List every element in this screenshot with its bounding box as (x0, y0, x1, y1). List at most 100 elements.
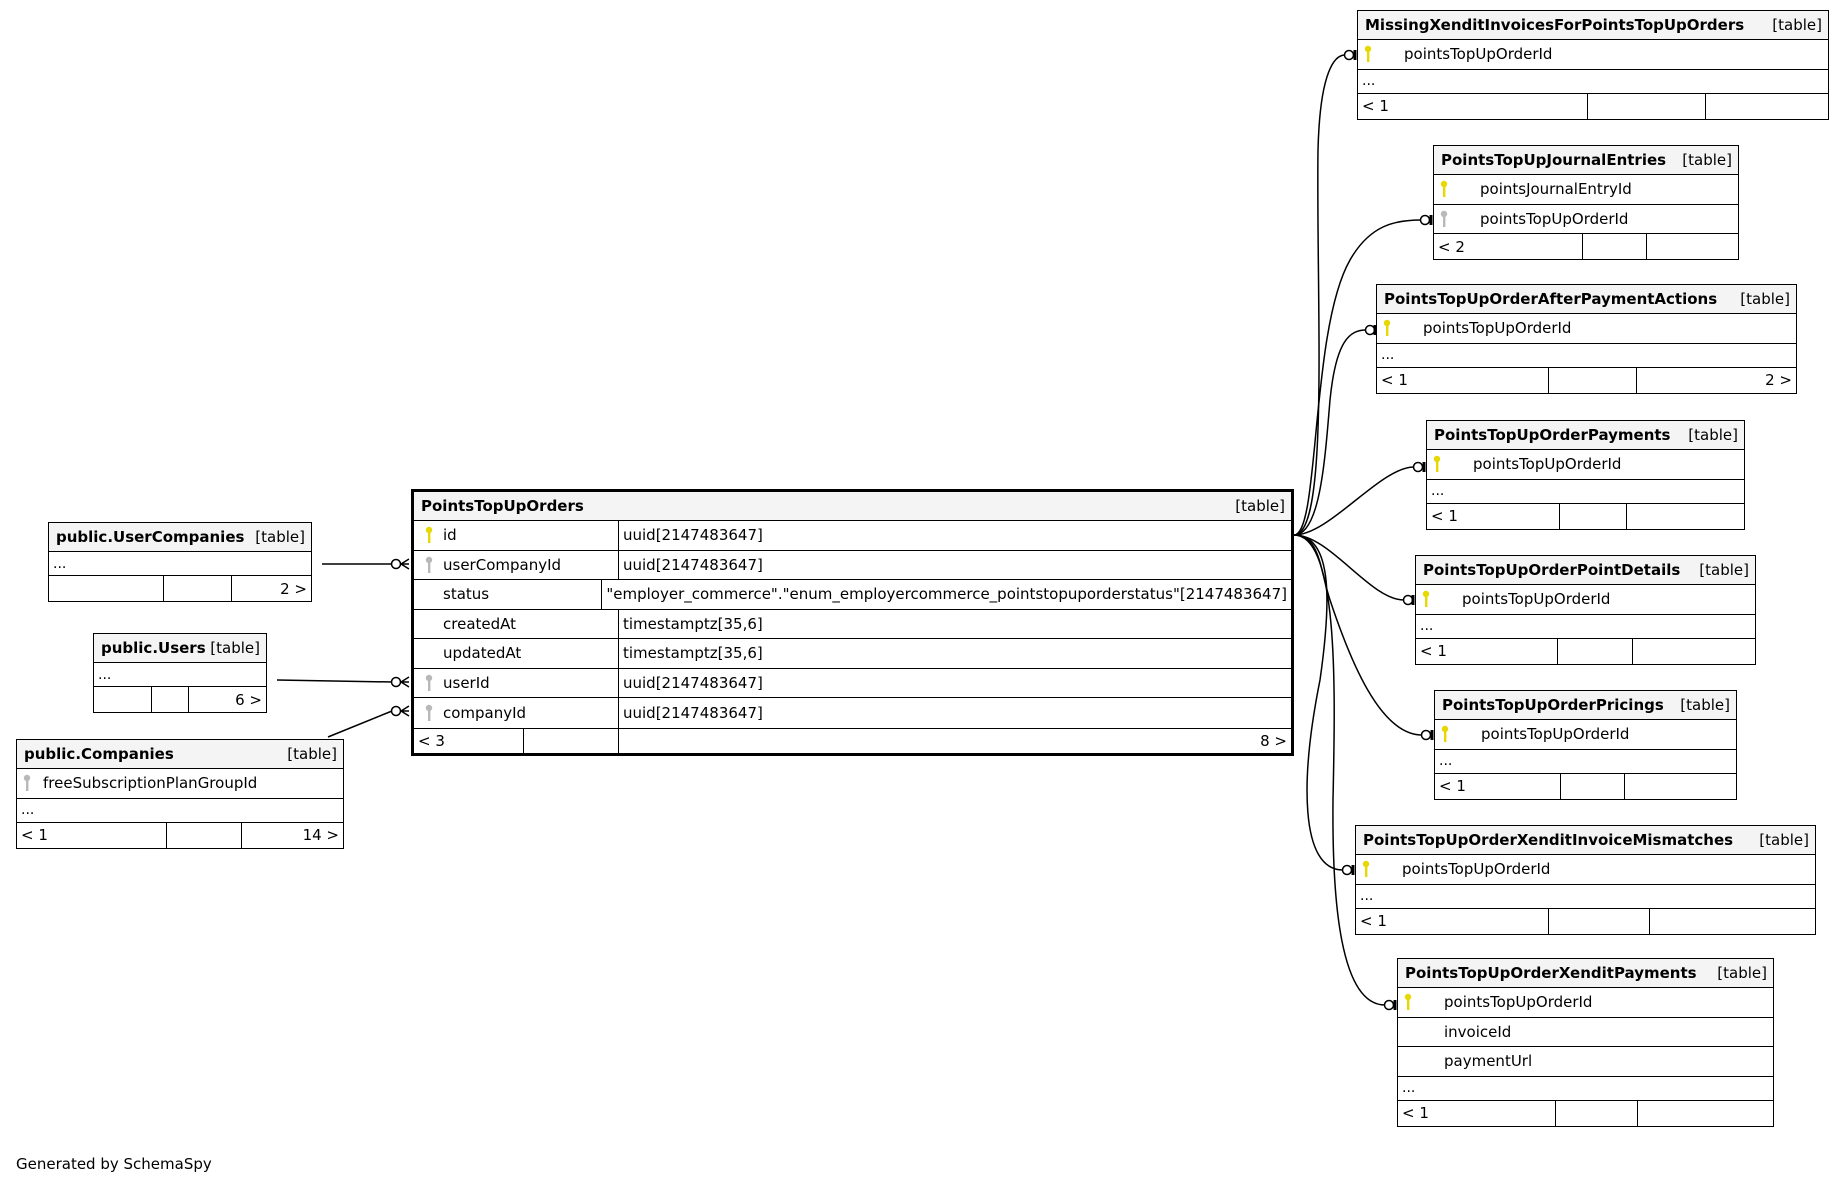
edge-users (276, 679, 393, 683)
child-table[interactable]: PointsTopUpOrderAfterPaymentActions[tabl… (1376, 284, 1797, 394)
table-name[interactable]: public.UserCompanies (56, 528, 245, 546)
table-name[interactable]: PointsTopUpOrders (421, 497, 584, 515)
column-name: updatedAt (443, 644, 522, 663)
table-footer: < 1 (1435, 773, 1736, 799)
children-count[interactable]: 14 > (302, 826, 339, 844)
parents-count[interactable]: < 1 (1377, 367, 1549, 393)
parent-table[interactable]: public.Users[table]... 6 > (93, 633, 267, 713)
table-name[interactable]: PointsTopUpOrderXenditPayments (1405, 964, 1697, 982)
table-name[interactable]: PointsTopUpOrderAfterPaymentActions (1384, 290, 1718, 308)
foreign-key-icon (418, 704, 440, 722)
foreign-key-icon (418, 556, 440, 574)
children-count[interactable]: 6 > (235, 690, 262, 709)
primary-key-icon (1364, 45, 1394, 63)
parents-count[interactable]: < 1 (1358, 93, 1589, 119)
child-table[interactable]: MissingXenditInvoicesForPointsTopUpOrder… (1357, 10, 1829, 120)
parents-count[interactable]: < 1 (1427, 503, 1561, 529)
parents-count[interactable]: < 3 (414, 728, 524, 753)
children-count[interactable] (1647, 234, 1738, 259)
children-count[interactable] (1627, 504, 1744, 529)
table-name[interactable]: public.Users (101, 639, 206, 657)
column-type: uuid[2147483647] (623, 555, 763, 574)
child-table[interactable]: PointsTopUpOrderXenditInvoiceMismatches[… (1355, 825, 1816, 935)
table-footer: 2 > (49, 576, 311, 601)
edge-xenditpayments (1293, 534, 1386, 1006)
column-row[interactable]: pointsTopUpOrderId (1356, 855, 1815, 885)
table-name[interactable]: MissingXenditInvoicesForPointsTopUpOrder… (1365, 16, 1745, 34)
column-row[interactable]: pointsTopUpOrderId (1434, 205, 1738, 234)
children-count[interactable] (1650, 909, 1815, 934)
column-row[interactable]: pointsTopUpOrderId (1416, 585, 1755, 615)
edge-pricings (1293, 534, 1423, 736)
column-name: createdAt (443, 614, 517, 633)
footer-middle (164, 576, 233, 601)
table-header: PointsTopUpJournalEntries[table] (1434, 146, 1738, 175)
child-table[interactable]: PointsTopUpOrderPayments[table]pointsTop… (1426, 420, 1745, 530)
table-name[interactable]: PointsTopUpOrderXenditInvoiceMismatches (1363, 831, 1734, 849)
table-name[interactable]: PointsTopUpOrderPricings (1442, 696, 1664, 714)
edge-pointdetails (1293, 534, 1405, 601)
footer-middle (1588, 93, 1706, 119)
children-count[interactable] (1633, 639, 1755, 664)
parent-table[interactable]: public.Companies[table]freeSubscriptionP… (16, 739, 344, 849)
edge-companies (327, 710, 393, 738)
child-table[interactable]: PointsTopUpJournalEntries[table]pointsJo… (1433, 145, 1739, 260)
more-columns-ellipsis: ... (94, 663, 266, 687)
parents-count[interactable]: < 1 (1435, 773, 1562, 799)
footer-middle (524, 728, 619, 753)
children-count[interactable]: 8 > (1260, 731, 1287, 750)
column-row[interactable]: paymentUrl (1398, 1047, 1773, 1077)
children-count[interactable]: 2 > (280, 579, 307, 598)
children-count[interactable] (1638, 1101, 1773, 1126)
table-name[interactable]: PointsTopUpOrderPointDetails (1423, 561, 1681, 579)
table-name[interactable]: public.Companies (24, 745, 174, 763)
column-row[interactable]: freeSubscriptionPlanGroupId (17, 769, 343, 799)
children-count[interactable]: 2 > (1765, 371, 1792, 389)
column-row[interactable]: pointsTopUpOrderId (1377, 314, 1796, 344)
column-row[interactable]: pointsJournalEntryId (1434, 175, 1738, 205)
children-count[interactable] (1706, 94, 1828, 119)
column-row[interactable]: pointsTopUpOrderId (1398, 988, 1773, 1018)
column-type: uuid[2147483647] (623, 673, 763, 692)
child-table[interactable]: PointsTopUpOrderPointDetails[table]point… (1415, 555, 1756, 665)
column-row[interactable]: pointsTopUpOrderId (1435, 720, 1736, 750)
edge-invoicemismatches (1293, 534, 1344, 871)
parents-count[interactable]: < 1 (17, 822, 167, 848)
table-footer: < 1 (1398, 1100, 1773, 1126)
parents-count[interactable]: < 1 (1416, 638, 1559, 664)
parents-count[interactable]: < 2 (1434, 234, 1583, 259)
column-row[interactable]: pointsTopUpOrderId (1427, 450, 1744, 480)
parents-count[interactable] (94, 687, 153, 712)
table-header: public.Users[table] (94, 634, 266, 663)
children-count[interactable] (1625, 774, 1736, 799)
child-table[interactable]: PointsTopUpOrderXenditPayments[table]poi… (1397, 958, 1774, 1127)
column-row[interactable]: invoiceId (1398, 1018, 1773, 1047)
more-columns-ellipsis: ... (1377, 344, 1796, 368)
more-columns-ellipsis: ... (1356, 885, 1815, 909)
more-columns-ellipsis: ... (1435, 750, 1736, 774)
parents-count[interactable] (49, 576, 165, 601)
table-footer: < 1 (1416, 638, 1755, 664)
parents-count[interactable]: < 1 (1356, 908, 1549, 934)
foreign-key-icon (418, 674, 440, 692)
table-name[interactable]: PointsTopUpOrderPayments (1434, 426, 1671, 444)
table-name[interactable]: PointsTopUpJournalEntries (1441, 151, 1667, 169)
table-header: PointsTopUpOrderXenditInvoiceMismatches[… (1356, 826, 1815, 855)
column-row[interactable]: pointsTopUpOrderId (1358, 40, 1828, 70)
parent-table[interactable]: public.UserCompanies[table]...2 > (48, 522, 312, 602)
table-header: MissingXenditInvoicesForPointsTopUpOrder… (1358, 11, 1828, 40)
table-footer: < 1 (1427, 503, 1744, 529)
column-row[interactable]: status"employer_commerce"."enum_employer… (414, 580, 1291, 610)
column-type: uuid[2147483647] (623, 703, 763, 722)
column-name: pointsTopUpOrderId (1404, 45, 1553, 64)
child-table[interactable]: PointsTopUpOrderPricings[table]pointsTop… (1434, 690, 1737, 800)
table-kind: [table] (255, 528, 305, 546)
parents-count[interactable]: < 1 (1398, 1100, 1556, 1126)
